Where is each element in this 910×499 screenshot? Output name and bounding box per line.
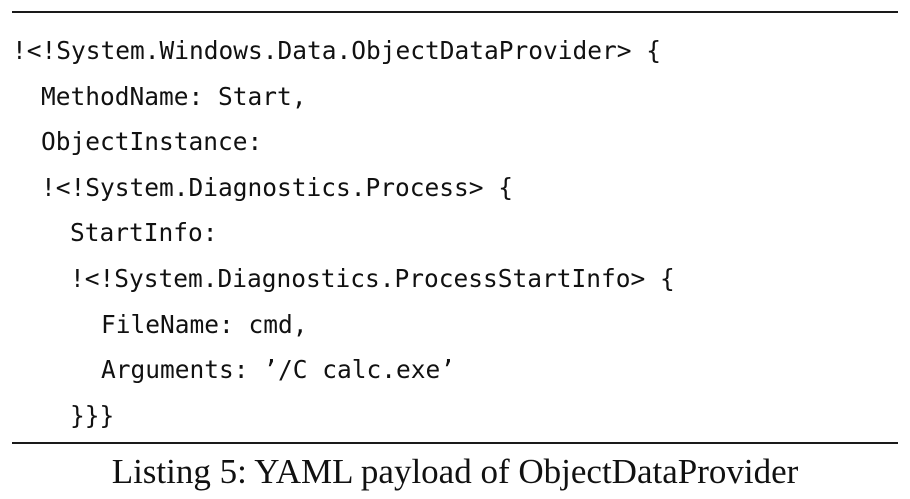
listing-caption: Listing 5: YAML payload of ObjectDataPro… [111, 452, 799, 491]
code-line: !<!System.Windows.Data.ObjectDataProvide… [12, 36, 662, 65]
code-line: ObjectInstance: [41, 127, 263, 157]
code-line: StartInfo: [70, 218, 218, 248]
code-line: !<!System.Diagnostics.Process> { [41, 172, 514, 202]
code-line: }}} [70, 400, 115, 430]
code-block: !<!System.Windows.Data.ObjectDataProvide… [12, 28, 675, 438]
code-line: !<!System.Diagnostics.ProcessStartInfo> … [70, 263, 675, 293]
code-line: Arguments: ’/C calc.exe’ [101, 355, 456, 385]
code-line: FileName: cmd, [101, 309, 308, 339]
top-rule [12, 11, 898, 13]
bottom-rule [12, 442, 898, 444]
code-line: MethodName: Start, [41, 81, 307, 111]
